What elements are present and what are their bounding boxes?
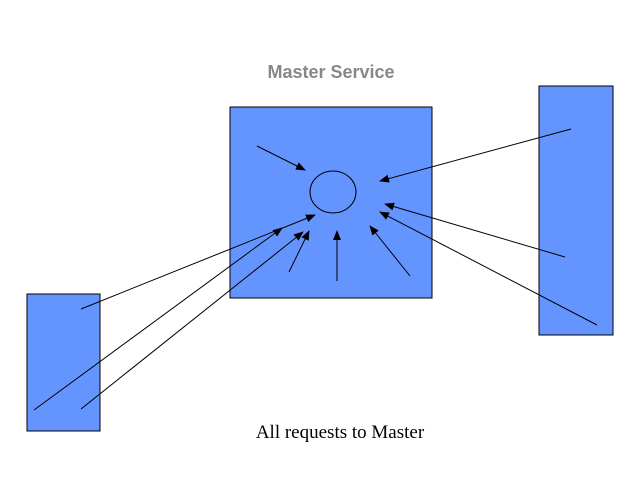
arrow-internal-1 — [256, 145, 306, 171]
master-node — [309, 170, 357, 214]
arrow-internal-2 — [288, 230, 310, 273]
arrow-right-1 — [379, 128, 572, 183]
arrow-left-3 — [80, 231, 304, 410]
diagram-caption: All requests to Master — [255, 422, 425, 443]
left-client-arrows — [33, 214, 316, 411]
arrow-right-2 — [384, 202, 566, 258]
master-service-title: Master Service — [267, 62, 395, 82]
arrow-internal-4 — [369, 225, 411, 277]
arrow-right-3 — [379, 211, 598, 326]
internal-arrows — [256, 145, 411, 281]
arrow-left-2 — [33, 227, 283, 411]
left-client-box — [26, 293, 101, 432]
right-client-box — [538, 85, 614, 336]
master-service-box — [229, 106, 433, 299]
right-client-arrows — [379, 128, 598, 326]
